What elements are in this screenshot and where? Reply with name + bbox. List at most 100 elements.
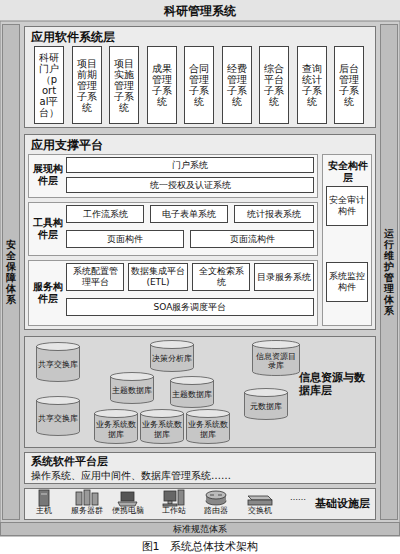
cylinder-top — [37, 343, 80, 351]
cylinder-body — [37, 346, 80, 382]
node-text: 决策分析库 — [152, 354, 192, 363]
layer-panel: 信息资源与数据库层共享交换库共享交换库决策分析库主题数据库主题数据库业务系统数据… — [24, 336, 376, 448]
device-label: 工作站 — [152, 507, 196, 516]
component-box: 统计报表系统 — [234, 205, 314, 223]
component-box: 全文检索系统 — [192, 263, 250, 291]
node-text: 查询统计子系统 — [302, 63, 322, 107]
database-cylinder: 共享交换库 — [36, 342, 80, 382]
component-box: 目录服务系统 — [254, 263, 314, 291]
component-box: 电子表单系统 — [150, 205, 228, 223]
cylinder-top — [37, 397, 80, 405]
standard-band: 标准规范体系 — [0, 522, 400, 536]
node-text: 系统软件平台层 — [31, 455, 231, 468]
database-cylinder: 业务系统数据库 — [140, 409, 184, 444]
node-text: SOA服务调度平台 — [154, 302, 227, 313]
title: 科研管理系统 — [0, 3, 400, 20]
database-cylinder: 元数据库 — [244, 388, 288, 420]
node-text: 科研门户（portal平台） — [39, 52, 59, 118]
cylinder-top — [187, 410, 230, 418]
side-band: 运行维护管理体系 — [380, 24, 398, 520]
node-text: 经费管理子系统 — [227, 63, 247, 107]
component-group: 展现构件层 门户系统统一授权及认证系统 — [28, 154, 318, 198]
layer-panel: 系统软件平台层操作系统、应用中间件、数据库管理系统…… — [24, 452, 376, 484]
node-text: 系统配置管理平台 — [69, 266, 121, 288]
component-box: SOA服务调度平台 — [66, 298, 314, 316]
subsystem-box: 项目实施管理子系统 — [109, 46, 139, 124]
caption: 图1 系统总体技术架构 — [0, 539, 400, 554]
component-box: 工作流系统 — [66, 205, 144, 223]
component-box: 页面构件 — [66, 230, 184, 248]
device-label: 路由器 — [194, 507, 238, 516]
component-box: 数据集成平台(ETL) — [128, 263, 188, 291]
node-text: 元数据库 — [250, 402, 282, 411]
component-box: 安全审计构件 — [326, 186, 368, 226]
layer-panel: 基础设施层 — [24, 488, 376, 520]
layer-panel: 应用支撑平台展现构件层 门户系统统一授权及认证系统工具构件层 工作流系统 电子表单系统… — [24, 134, 376, 330]
cylinder-top — [111, 373, 154, 381]
cylinder-top — [245, 389, 288, 397]
subsystem-box: 经费管理子系统 — [222, 46, 252, 124]
database-cylinder: 业务系统数据库 — [94, 409, 138, 444]
node-text: 工作流系统 — [83, 209, 128, 220]
cylinder-body — [37, 400, 80, 436]
component-group: 服务构件层系统配置管理平台数据集成平台(ETL) 全文检索系统目录服务系统 SOA服… — [28, 260, 318, 326]
component-box: 页面流构件 — [190, 230, 314, 248]
component-box: 统一授权及认证系统 — [66, 177, 314, 193]
component-box: 系统监控构件 — [326, 262, 368, 302]
node-text: 信息资源目录库 — [253, 352, 299, 370]
node-text: 操作系统、应用中间件、数据库管理系统…… — [31, 470, 371, 482]
database-cylinder: 信息资源目录库 — [252, 340, 300, 376]
component-group: 工具构件层 工作流系统 电子表单系统统计报表系统页面构件 页面流构件 — [28, 202, 318, 256]
node-text: 成果管理子系统 — [152, 63, 172, 107]
node-text: 页面构件 — [107, 234, 143, 245]
node-text: 信息资源与数据库层 — [299, 371, 373, 397]
node-text: 应用软件系统层 — [31, 30, 171, 44]
node-text: 综合平台子系统 — [264, 63, 284, 107]
layer-panel: 应用软件系统层科研门户（portal平台） 项目前期管理子系统项目实施管理子系统成… — [24, 26, 376, 128]
node-text: 运行维护管理体系 — [384, 228, 394, 316]
node-text: 工具构件层 — [31, 217, 65, 241]
node-text: 业务系统数据库 — [95, 420, 137, 438]
subsystem-box: 查询统计子系统 — [297, 46, 327, 124]
node-text: 业务系统数据库 — [141, 420, 183, 438]
node-text: 门户系统 — [172, 160, 208, 171]
database-cylinder: 业务系统数据库 — [186, 409, 230, 444]
node-text: 主题数据库 — [172, 390, 212, 399]
node-text: 目录服务系统 — [257, 272, 311, 283]
database-cylinder: 决策分析库 — [150, 340, 194, 372]
cylinder-top — [141, 410, 184, 418]
node-text: 后台管理子系统 — [339, 63, 359, 107]
node-text: 共享交换库 — [38, 414, 78, 423]
node-text: 页面流构件 — [230, 234, 275, 245]
node-text: 安全保障体系 — [6, 239, 16, 305]
node-text: 安全构件层 — [325, 160, 371, 184]
node-text: 服务构件层 — [31, 281, 65, 305]
node-text: 基础设施层 — [315, 497, 375, 510]
node-text: 数据集成平台(ETL) — [131, 266, 185, 288]
database-cylinder: 共享交换库 — [36, 396, 80, 436]
subsystem-box: 综合平台子系统 — [259, 46, 289, 124]
device-label: 交换机 — [238, 507, 282, 516]
subsystem-box: 科研门户（portal平台） — [34, 46, 64, 124]
node-text: 业务系统数据库 — [187, 420, 229, 438]
cylinder-top — [95, 410, 138, 418]
cylinder-top — [151, 341, 194, 349]
cylinder-top — [253, 341, 300, 349]
device-label: 服务器群 — [65, 507, 109, 516]
component-group: 安全构件层安全审计构件系统监控构件 — [322, 154, 372, 326]
node-text: 系统监控构件 — [329, 271, 365, 293]
node-text: 全文检索系统 — [195, 266, 247, 288]
device-label: …… — [276, 494, 320, 503]
node-text: 项目前期管理子系统 — [77, 58, 97, 113]
device-label: 主机 — [22, 507, 66, 516]
subsystem-box: 成果管理子系统 — [147, 46, 177, 124]
node-text: 安全审计构件 — [329, 195, 365, 217]
node-text: 展现构件层 — [31, 163, 65, 187]
subsystem-box: 合同管理子系统 — [184, 46, 214, 124]
node-text: 共享交换库 — [38, 360, 78, 369]
component-box: 门户系统 — [66, 157, 314, 173]
component-box: 系统配置管理平台 — [66, 263, 124, 291]
subsystem-box: 项目前期管理子系统 — [72, 46, 102, 124]
subsystem-box: 后台管理子系统 — [334, 46, 364, 124]
node-text: 应用支撑平台 — [31, 138, 171, 152]
